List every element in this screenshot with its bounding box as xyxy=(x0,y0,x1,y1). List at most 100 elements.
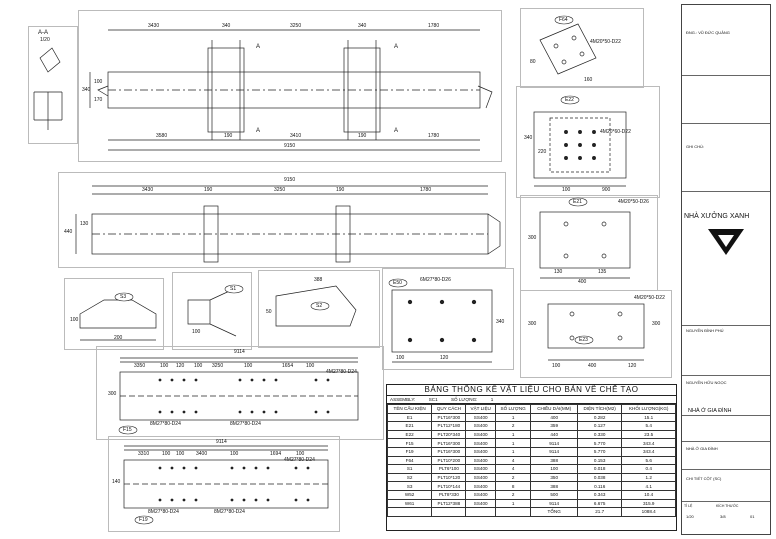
s3-dim-1: 100 xyxy=(70,317,79,323)
top-dim-2: 340 xyxy=(222,23,231,29)
e22-tag: E22 xyxy=(565,97,574,103)
table-cell: 1 xyxy=(494,429,532,440)
table-total-cell xyxy=(431,507,467,517)
table-cell: 0.116 xyxy=(576,481,623,491)
table-cell: 1 xyxy=(494,446,532,457)
e50-dim-3: 120 xyxy=(440,355,449,361)
e22-dim-2: 340 xyxy=(524,135,533,141)
table-cell: 100 xyxy=(530,464,578,474)
top-dim-bottom-1: 3580 xyxy=(156,133,168,139)
table-cell: 5.770 xyxy=(576,446,623,457)
table-cell: 0.153 xyxy=(576,455,623,466)
table-cell: SS400 xyxy=(465,464,496,474)
s2-tag: S2 xyxy=(316,303,323,309)
table-total-cell xyxy=(386,507,433,517)
tb-note: GHI CHÚ: xyxy=(686,144,704,149)
table-cell: 1 xyxy=(494,438,532,448)
side-dim-2: 190 xyxy=(204,187,213,193)
table-cell: 5.6 xyxy=(621,455,676,466)
f19-dim-1: 3310 xyxy=(138,451,150,457)
table-cell: 2 xyxy=(494,472,532,483)
top-total: 9150 xyxy=(284,143,296,149)
s2-drawing xyxy=(275,285,357,327)
section-mark-a-1: A xyxy=(256,44,261,50)
table-cell: PLT12*180 xyxy=(431,421,467,431)
table-cell: 5.770 xyxy=(576,438,623,448)
frame-plate-f19 xyxy=(108,436,340,532)
top-dim-bottom-2: 190 xyxy=(224,133,233,139)
table-cell: 350 xyxy=(530,472,578,483)
table-cell: 23.5 xyxy=(621,429,676,440)
e50-drawing xyxy=(391,289,493,363)
table-assembly: ASSEMBLY: SC1 SỐ LƯỢNG: 1 xyxy=(387,396,676,404)
frame-detail-e50 xyxy=(382,268,514,370)
frame-detail-f64 xyxy=(520,8,644,88)
tb-divider xyxy=(682,123,770,124)
side-dim-3: 3250 xyxy=(274,187,286,193)
table-cell: 9114 xyxy=(530,446,578,457)
tb-person2: NGUYỄN HỮU NGỌC xyxy=(686,380,727,385)
table-cell: PLT16*300 xyxy=(431,438,467,448)
top-dim-bottom-3: 3410 xyxy=(290,133,302,139)
table-cell: 440 xyxy=(530,429,578,440)
e50-dim-2: 100 xyxy=(396,355,405,361)
f15-dim-6: 100 xyxy=(244,363,253,369)
table-cell: 343.4 xyxy=(621,446,676,457)
tb-divider xyxy=(682,501,770,502)
table-header-cell: TÊN CẤU KIỆN xyxy=(386,404,433,414)
table-cell: E22 xyxy=(386,429,433,440)
frame-side-view xyxy=(58,172,506,268)
side-dim-5: 1780 xyxy=(420,187,432,193)
frame-detail-s3 xyxy=(64,278,164,350)
section-aa-title: A-A xyxy=(38,30,49,36)
section-aa-drawing xyxy=(33,47,63,130)
table-cell: SS400 xyxy=(465,498,496,509)
table-cell: 1 xyxy=(494,412,532,423)
qty-value: 1 xyxy=(490,397,494,402)
table-total-cell: 21.7 xyxy=(576,507,623,517)
plate-holes xyxy=(158,378,330,502)
table-header-cell: QUY CÁCH xyxy=(431,404,467,414)
table-cell: 388 xyxy=(530,455,578,466)
table-cell: 4 xyxy=(494,464,532,474)
tb-divider xyxy=(682,191,770,192)
e23-drawing xyxy=(547,303,645,361)
table-total-cell: TỔNG xyxy=(530,507,578,517)
table-cell: E21 xyxy=(386,421,433,431)
frame-plate-f15 xyxy=(96,346,384,440)
table-cell: 1 xyxy=(494,498,532,509)
f19-total: 9114 xyxy=(216,439,227,445)
table-cell: PLT16*300 xyxy=(431,446,467,457)
table-cell: W61 xyxy=(386,498,433,509)
table-total-cell: 1088.4 xyxy=(621,507,676,517)
top-side-dim-2: 100 xyxy=(94,79,103,85)
table-cell: 0.4 xyxy=(621,464,676,474)
f19-dim-7: 100 xyxy=(296,451,305,457)
material-table: BẢNG THỐNG KÊ VẬT LIỆU CHO BẢN VẼ CHẾ TẠ… xyxy=(386,384,677,531)
tb-scale-label: TỈ LỆ xyxy=(684,504,693,508)
f19-tag: F19 xyxy=(139,517,148,523)
f15-dim-8: 100 xyxy=(306,363,315,369)
table-cell: 400 xyxy=(530,412,578,423)
table-cell: 0.038 xyxy=(576,472,623,483)
table-cell: W52 xyxy=(386,489,433,500)
table-cell: 2 xyxy=(494,489,532,500)
table-cell: 315.9 xyxy=(621,498,676,509)
table-cell: 500 xyxy=(530,489,578,500)
top-dim-5: 1780 xyxy=(428,23,440,29)
table-total-cell xyxy=(465,507,496,517)
table-cell: 9114 xyxy=(530,498,578,509)
table-cell: 0.343 xyxy=(576,489,623,500)
f15-dim-5: 3250 xyxy=(212,363,224,369)
table-cell: PLT10*120 xyxy=(431,472,467,483)
